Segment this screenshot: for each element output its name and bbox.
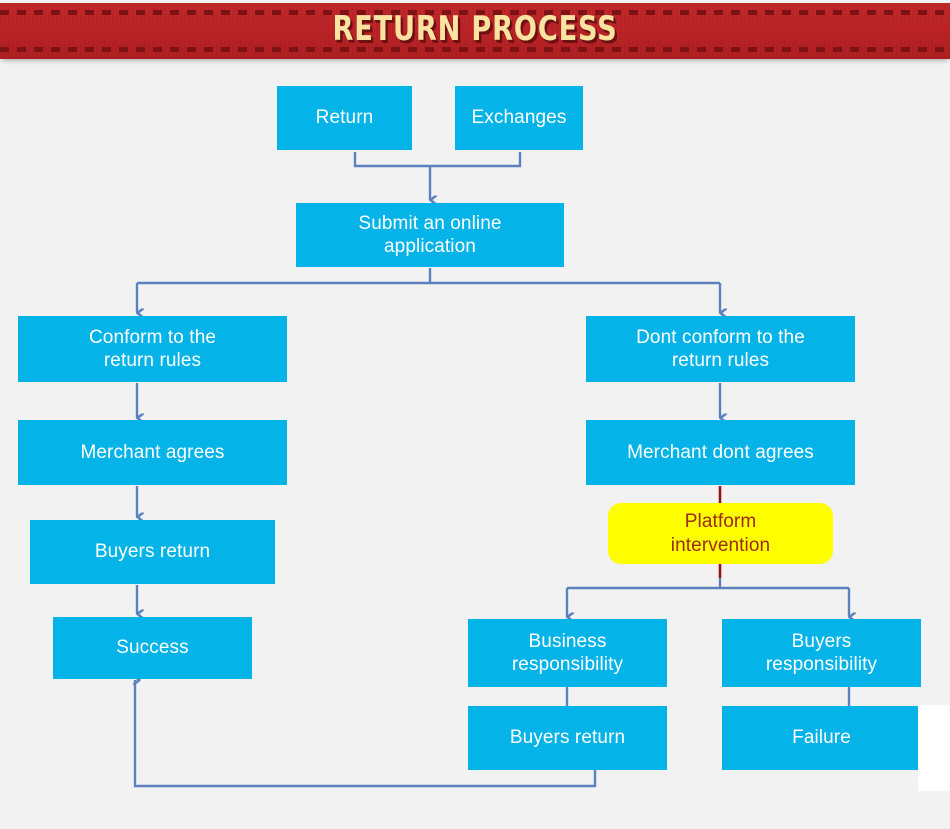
node-failure-label: Failure: [792, 727, 851, 749]
node-conform-line1: Conform to the: [88, 326, 217, 348]
node-dont-conform-line1: Dont conform to the: [636, 326, 805, 348]
node-dont-conform-line2: return rules: [671, 350, 770, 371]
node-buyers-resp-line1: Buyers: [791, 630, 852, 652]
node-buyers-return-right[interactable]: Buyers return: [468, 706, 667, 770]
banner-dash-bottom: [0, 47, 950, 52]
node-success-label: Success: [116, 637, 189, 659]
node-business-line2: responsibility: [511, 654, 624, 675]
node-submit-line2: application: [384, 236, 476, 257]
node-platform-line1: Platform: [684, 511, 757, 533]
node-buyers-return-right-label: Buyers return: [509, 727, 626, 749]
node-platform-intervention[interactable]: Platform intervention: [608, 503, 833, 564]
node-merchant-agrees-label: Merchant agrees: [80, 441, 225, 463]
banner-dash-top: [0, 10, 950, 15]
node-conform-to-return-rules[interactable]: Conform to the return rules: [18, 316, 287, 382]
node-submit-application[interactable]: Submit an online application: [296, 203, 564, 267]
node-buyers-responsibility[interactable]: Buyers responsibility: [722, 619, 921, 687]
node-return-label: Return: [315, 107, 374, 129]
node-merchant-agrees[interactable]: Merchant agrees: [18, 420, 287, 485]
node-conform-line2: return rules: [103, 350, 202, 371]
edge-return-exchanges-join: [353, 152, 522, 168]
header-banner: [0, 3, 950, 59]
node-merchant-dont-agrees[interactable]: Merchant dont agrees: [586, 420, 855, 485]
node-buyers-resp-line2: responsibility: [765, 654, 878, 675]
node-buyers-return-left-label: Buyers return: [94, 541, 211, 563]
canvas-corner-patch: [918, 705, 950, 791]
page-title: RETURN PROCESS: [332, 9, 618, 49]
node-platform-line2: intervention: [670, 534, 771, 556]
node-merchant-dont-agrees-label: Merchant dont agrees: [627, 441, 814, 463]
node-submit-line1: Submit an online: [358, 212, 502, 234]
edge-buyers-return-right-to-success: [135, 680, 597, 788]
node-dont-conform-to-return-rules[interactable]: Dont conform to the return rules: [586, 316, 855, 382]
node-exchanges-label: Exchanges: [471, 107, 567, 129]
node-business-responsibility[interactable]: Business responsibility: [468, 619, 667, 687]
node-exchanges[interactable]: Exchanges: [455, 86, 583, 150]
node-success[interactable]: Success: [53, 617, 252, 679]
node-buyers-return-left[interactable]: Buyers return: [30, 520, 275, 584]
node-business-line1: Business: [528, 630, 607, 652]
node-return[interactable]: Return: [277, 86, 412, 150]
node-failure[interactable]: Failure: [722, 706, 921, 770]
